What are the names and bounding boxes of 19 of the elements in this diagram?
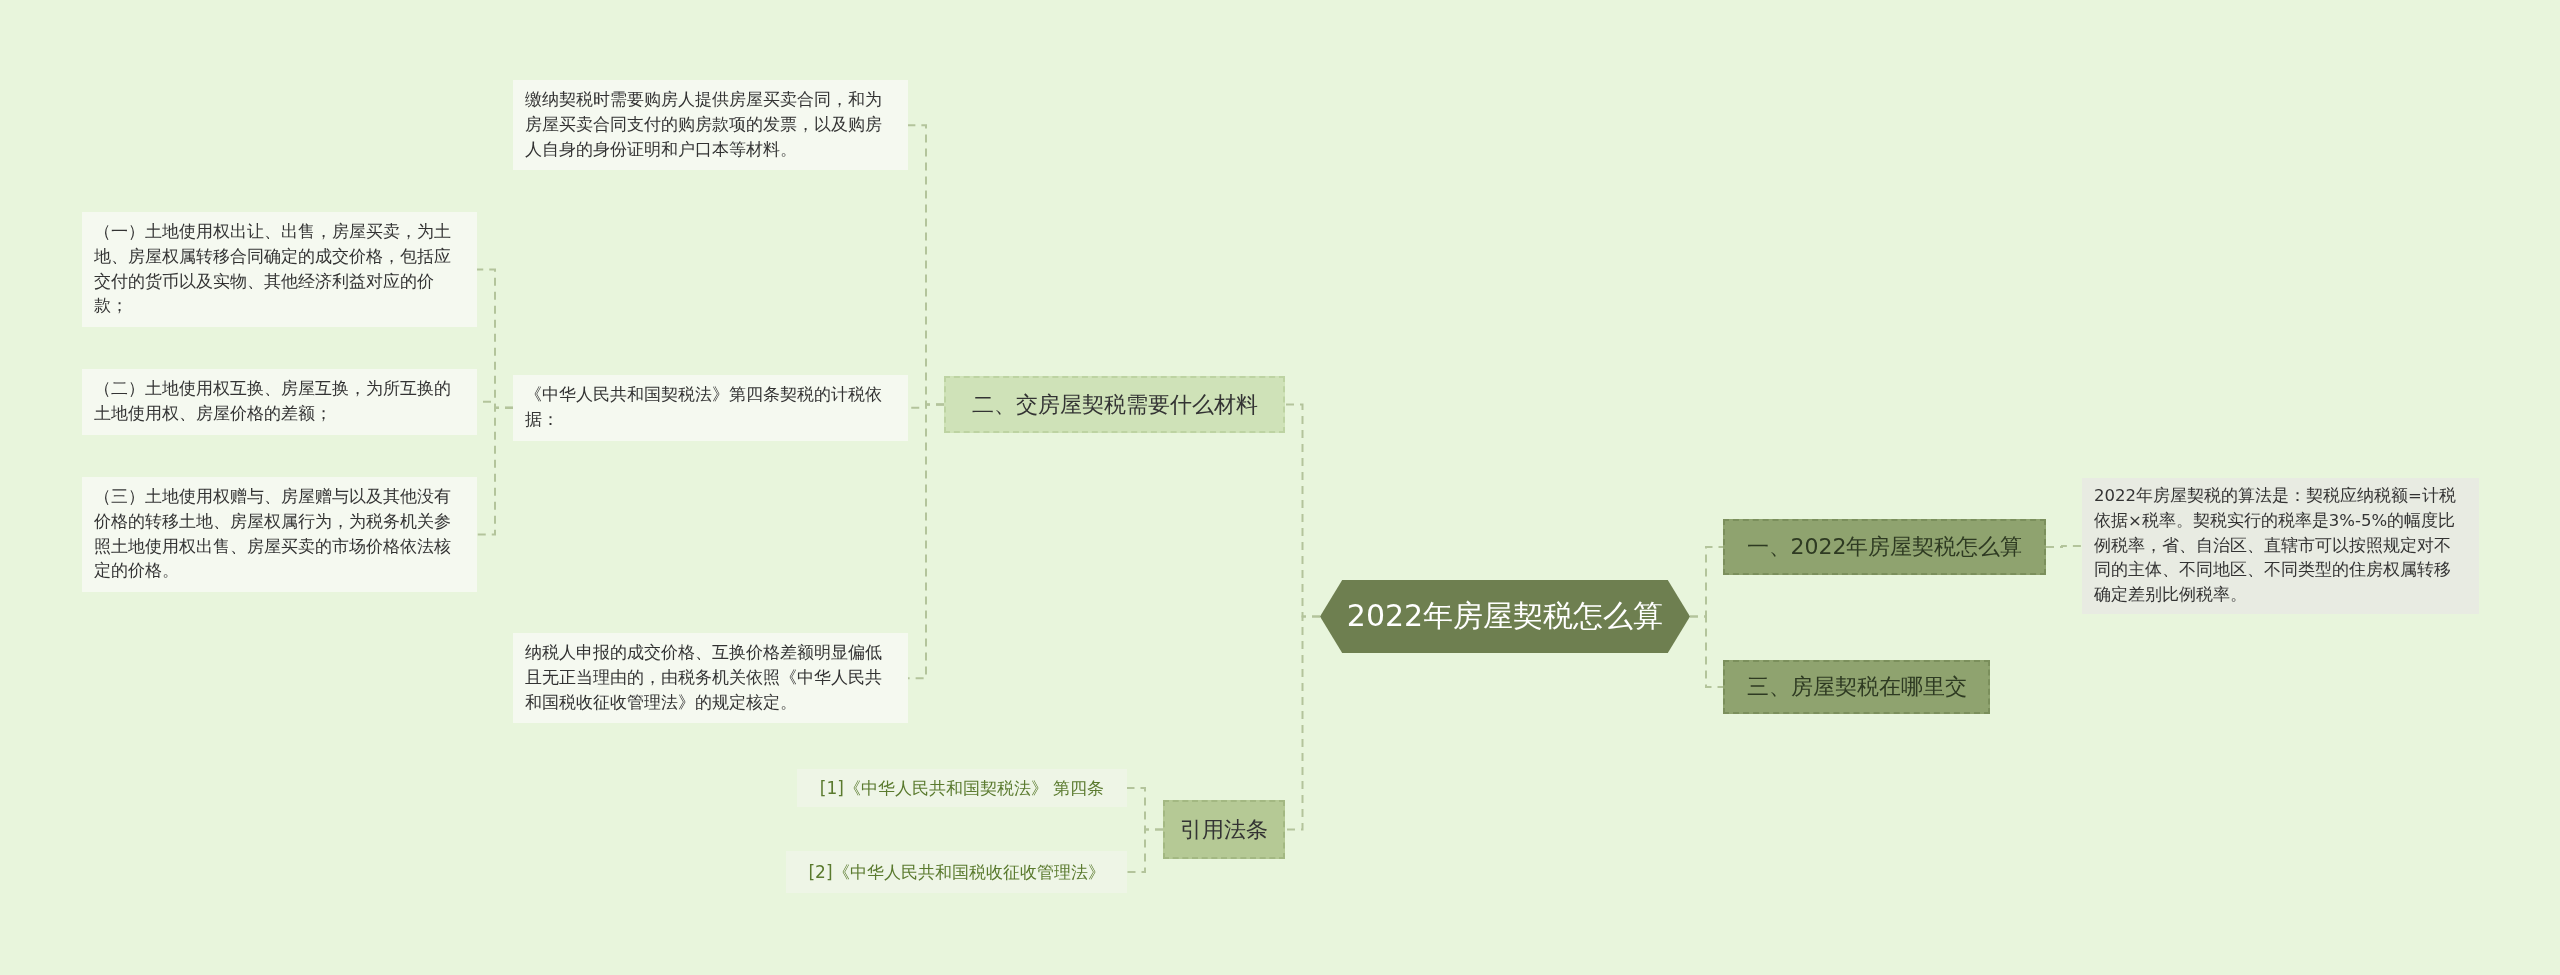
text-card: 2022年房屋契税的算法是：契税应纳税额=计税依据×税率。契税实行的税率是3%-5%的幅度比例税率，省、自治区、直辖市可以按照规定对不同的主体、不同地区、不同类型的住房权属转移确定差别比例税率。 — [2082, 478, 2479, 614]
text-card: （二）土地使用权互换、房屋互换，为所互换的土地使用权、房屋价格的差额； — [82, 369, 477, 435]
text-card: 缴纳契税时需要购房人提供房屋买卖合同，和为房屋买卖合同支付的购房款项的发票，以及购房人自身的身份证明和户口本等材料。 — [513, 80, 908, 171]
topic-box: 一、2022年房屋契税怎么算 — [1723, 519, 2046, 575]
topic-box: 三、房屋契税在哪里交 — [1723, 660, 1990, 714]
text-card: 纳税人申报的成交价格、互换价格差额明显偏低且无正当理由的，由税务机关依照《中华人民共和国税收征收管理法》的规定核定。 — [513, 633, 908, 724]
connector-line — [2045, 544, 2083, 548]
text-card: （三）土地使用权赠与、房屋赠与以及其他没有价格的转移土地、房屋权属行为，为税务机关参照土地使用权出售、房屋买卖的市场价格依法核定的价格。 — [82, 477, 477, 592]
connector-line — [1689, 615, 1724, 688]
text-card: 《中华人民共和国契税法》第四条契税的计税依据： — [513, 375, 908, 441]
topic-box: 二、交房屋契税需要什么材料 — [944, 376, 1285, 433]
reference-card: [1]《中华人民共和国契税法》 第四条 — [797, 769, 1127, 807]
reference-card: [2]《中华人民共和国税收征收管理法》 — [786, 851, 1127, 893]
connector-line — [476, 406, 514, 536]
topic-box: 引用法条 — [1163, 800, 1285, 859]
central-topic: 2022年房屋契税怎么算 — [1320, 580, 1690, 653]
connector-line — [1126, 828, 1164, 873]
text-card: （一）土地使用权出让、出售，房屋买卖，为土地、房屋权属转移合同确定的成交价格，包括应交付的货币以及实物、其他经济利益对应的价款； — [82, 212, 477, 327]
connector-line — [1284, 615, 1321, 831]
